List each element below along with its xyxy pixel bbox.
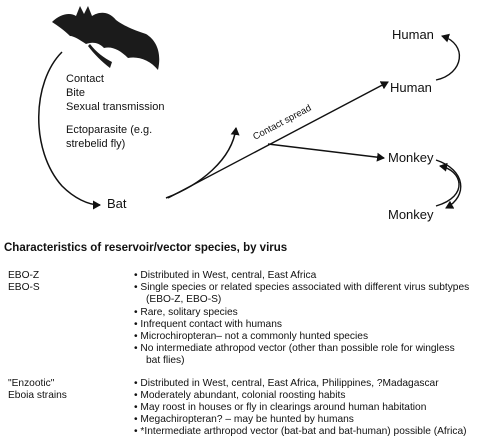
arrow-to-monkey [267,143,385,162]
node-human: Human [390,80,432,95]
node-human-top: Human [392,27,434,42]
list-item: • Microchiropteran– not a commonly hunte… [134,331,369,342]
mode-bite: Bite [66,87,85,99]
cycle-arrow-left [38,51,101,210]
list-item: • Infrequent contact with humans [134,319,282,330]
mode-contact: Contact [66,73,104,85]
group-tag-ebola-strains: Eboia strains [8,390,67,401]
list-item: • No intermediate athropod vector (other… [134,343,455,354]
group-tag-enzootic: "Enzootic" [8,378,55,389]
arrow-label-contact-spread: Contact spread [251,103,313,143]
group-tag-ebo-z: EBO-Z [8,270,40,281]
cycle-arrow-right [165,127,240,199]
list-item: • Moderately abundant, colonial roosting… [134,390,346,401]
node-monkey: Monkey [388,150,434,165]
list-item-continued: (EBO-Z, EBO-S) [146,294,222,305]
node-bat: Bat [107,196,127,211]
transmission-diagram: Contact Bite Sexual transmission Ectopar… [38,6,462,222]
bat-icon [52,6,160,70]
node-monkey-bottom: Monkey [388,207,434,222]
list-item: • Single species or related species asso… [134,282,470,293]
list-item: • Distributed in West, central, East Afr… [134,378,439,389]
table-heading: Characteristics of reservoir/vector spec… [4,242,288,254]
mode-ectoparasite-example: strebelid fly) [66,138,125,150]
arrow-human-loop-up [435,33,460,81]
group-tag-ebo-s: EBO-S [8,282,40,293]
mode-sexual-transmission: Sexual transmission [66,101,164,113]
arrow-bat-to-human [167,81,389,199]
list-item: • May roost in houses or fly in clearing… [134,402,427,413]
list-item: • Megachiropteran? – may be hunted by hu… [134,414,354,425]
arrow-monkey-loop-back [435,162,460,207]
mode-ectoparasite: Ectoparasite (e.g. [66,124,152,136]
list-item: • Distributed in West, central, East Afr… [134,270,317,281]
list-item-continued: bat flies) [146,355,185,366]
list-item: • *Intermediate arthropod vector (bat-ba… [134,426,467,437]
list-item: • Rare, solitary species [134,307,238,318]
